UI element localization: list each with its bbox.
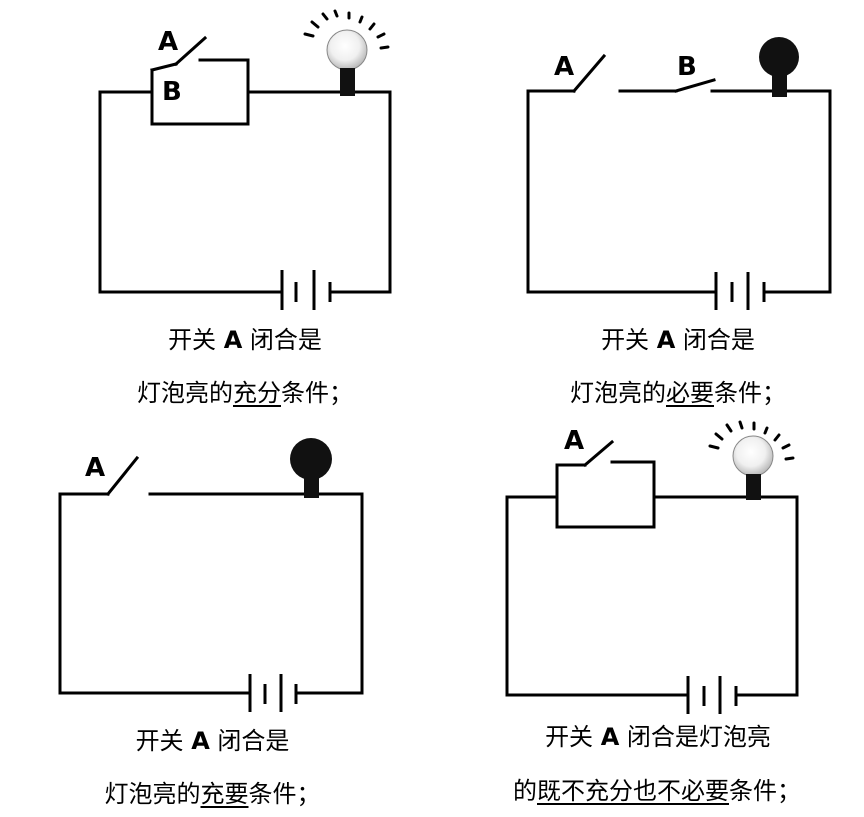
battery — [280, 270, 332, 310]
caption-1-line-1: 开关 A 闭合是 — [168, 326, 322, 354]
wire — [148, 492, 364, 695]
wire — [246, 90, 392, 294]
switch-b-label: B — [677, 52, 697, 82]
switch-a — [571, 53, 607, 94]
wire — [98, 90, 284, 294]
battery — [248, 674, 298, 712]
caption-3-line-2: 灯泡亮的充要条件； — [104, 780, 321, 808]
switch-a-label: A — [554, 52, 574, 82]
wire — [150, 58, 250, 126]
switch-a-label: A — [158, 27, 178, 57]
circuit-2: A B — [526, 37, 832, 310]
circuit-3: A — [58, 438, 364, 712]
switch-a — [105, 455, 140, 497]
switch-a-label: A — [85, 453, 105, 483]
switch-b — [674, 78, 716, 93]
bulb-off — [759, 37, 799, 97]
caption-3-line-1: 开关 A 闭合是 — [135, 727, 290, 755]
wire — [555, 460, 656, 529]
switch-a — [582, 439, 615, 468]
switch-a — [173, 35, 208, 67]
circuit-1: A B — [98, 9, 392, 310]
wire — [710, 89, 832, 294]
condition-keyword: 充分 — [233, 379, 281, 407]
caption-1-line-2: 灯泡亮的充分条件； — [137, 379, 353, 407]
battery — [686, 676, 738, 714]
switch-b-label: B — [162, 77, 182, 107]
battery — [714, 272, 766, 310]
caption-4-line-1: 开关 A 闭合是灯泡亮 — [545, 723, 771, 751]
wire — [150, 62, 178, 72]
caption-4-line-2: 的既不充分也不必要条件； — [513, 777, 801, 805]
wire — [505, 495, 690, 697]
wire — [58, 492, 252, 695]
wire — [652, 495, 799, 697]
wire — [526, 89, 718, 294]
condition-keyword: 充要 — [200, 780, 249, 808]
caption-2-line-2: 灯泡亮的必要条件； — [570, 379, 786, 407]
condition-keyword: 既不充分也不必要 — [537, 777, 729, 805]
bulb-lit — [708, 420, 795, 500]
bulb-off — [290, 438, 332, 498]
caption-2-line-1: 开关 A 闭合是 — [601, 326, 755, 354]
circuit-4: A — [505, 420, 799, 714]
bulb-lit — [303, 9, 390, 96]
switch-a-label: A — [564, 426, 584, 456]
condition-keyword: 必要 — [666, 379, 714, 407]
